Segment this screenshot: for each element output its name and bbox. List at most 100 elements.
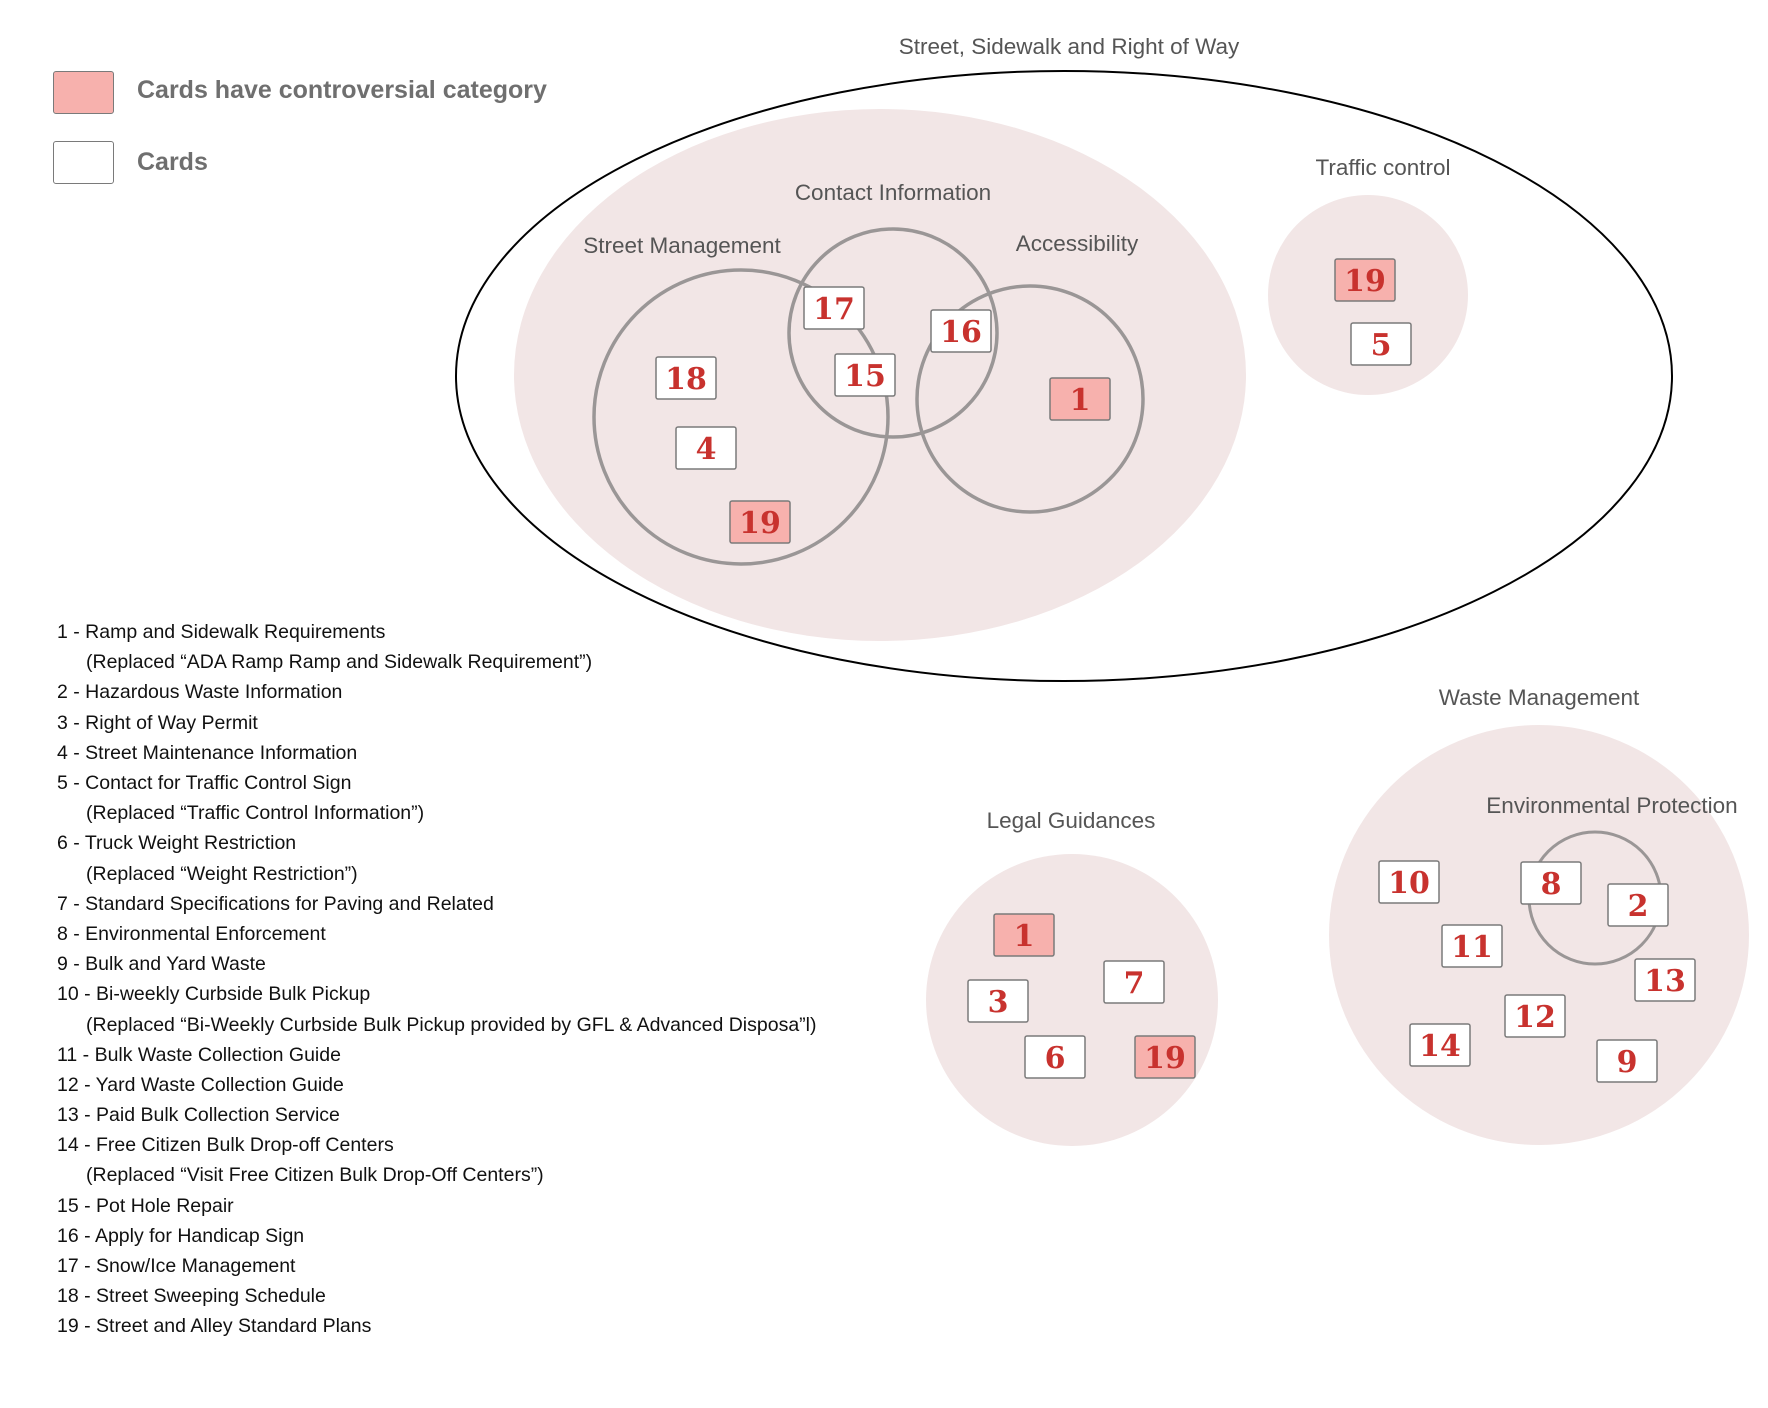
key-item-text: 19 - Street and Alley Standard Plans (57, 1315, 372, 1338)
card-box (1103, 960, 1165, 1004)
card-number: 11 (1451, 930, 1493, 965)
card-number: 6 (1045, 1041, 1066, 1076)
key-item-text: 2 - Hazardous Waste Information (57, 681, 343, 704)
legend-cards-label: Cards (137, 148, 208, 176)
card-environmental-protection-8: 8 (1520, 861, 1582, 905)
card-box (1378, 860, 1440, 904)
key-item: 14 - Free Citizen Bulk Drop-off Centers (… (57, 1130, 817, 1190)
traffic-control-label: Traffic control (1315, 155, 1450, 180)
card-accessibility-1: 1 (1049, 377, 1111, 421)
card-box (1504, 994, 1566, 1038)
key-item-text: 5 - Contact for Traffic Control Sign (57, 771, 352, 794)
key-item: 11 - Bulk Waste Collection Guide (57, 1040, 817, 1070)
key-item-text: 9 - Bulk and Yard Waste (57, 953, 266, 976)
card-box (729, 500, 791, 544)
card-number: 14 (1419, 1029, 1461, 1064)
card-box (1049, 377, 1111, 421)
legend-controversial-label: Cards have controversial category (137, 76, 547, 104)
card-number: 19 (1344, 264, 1386, 299)
accessibility-label: Accessibility (1016, 231, 1139, 256)
card-legal-guidances-1: 1 (993, 913, 1055, 957)
key-item: 12 - Yard Waste Collection Guide (57, 1070, 817, 1100)
card-street-management-4: 4 (675, 426, 737, 470)
card-box (930, 309, 992, 353)
key-item: 8 - Environmental Enforcement (57, 919, 817, 949)
card-number: 1 (1014, 919, 1035, 954)
key-item-note: (Replaced “Traffic Control Information”) (86, 802, 425, 825)
card-street-contact-overlap-17: 17 (803, 286, 865, 330)
key-item: 16 - Apply for Handicap Sign (57, 1221, 817, 1251)
card-street-management-18: 18 (655, 356, 717, 400)
key-item: 17 - Snow/Ice Management (57, 1251, 817, 1281)
card-number: 3 (988, 985, 1009, 1020)
key-item-text: 4 - Street Maintenance Information (57, 741, 358, 764)
card-box (1441, 924, 1503, 968)
card-legal-guidances-6: 6 (1024, 1035, 1086, 1079)
card-waste-management-10: 10 (1378, 860, 1440, 904)
card-number: 18 (665, 362, 707, 397)
card-box (803, 286, 865, 330)
card-box (1520, 861, 1582, 905)
card-box (1134, 1035, 1196, 1079)
card-traffic-control-5: 5 (1350, 322, 1412, 366)
card-number: 9 (1617, 1045, 1638, 1080)
card-waste-management-13: 13 (1634, 958, 1696, 1002)
key-item-text: 1 - Ramp and Sidewalk Requirements (57, 621, 386, 643)
card-box (1350, 322, 1412, 366)
card-number: 15 (844, 359, 886, 394)
key-item-text: 18 - Street Sweeping Schedule (57, 1285, 326, 1308)
legend-cards-swatch (53, 141, 114, 184)
card-box (1607, 883, 1669, 927)
card-legal-guidances-19: 19 (1134, 1035, 1196, 1079)
key-item: 3 - Right of Way Permit (57, 708, 817, 738)
street-management-circle (592, 268, 890, 566)
key-item-text: 10 - Bi-weekly Curbside Bulk Pickup (57, 983, 371, 1006)
key-item: 10 - Bi-weekly Curbside Bulk Pickup (Repl… (57, 979, 817, 1039)
key-item-text: 15 - Pot Hole Repair (57, 1194, 234, 1217)
card-box (675, 426, 737, 470)
key-item: 18 - Street Sweeping Schedule (57, 1281, 817, 1311)
street-sidewalk-group-label: Street, Sidewalk and Right of Way (899, 34, 1240, 59)
key-item-note: (Replaced “Weight Restriction”) (86, 862, 358, 885)
key-item: 7 - Standard Specifications for Paving a… (57, 889, 817, 919)
legend-controversial-swatch (53, 71, 114, 114)
card-box (1409, 1023, 1471, 1067)
key-item-text: 7 - Standard Specifications for Paving a… (57, 892, 494, 915)
environmental-protection-label: Environmental Protection (1486, 793, 1737, 818)
card-traffic-control-19: 19 (1334, 258, 1396, 302)
key-item-note: (Replaced “Visit Free Citizen Bulk Drop-… (86, 1164, 544, 1187)
key-item-text: 17 - Snow/Ice Management (57, 1255, 296, 1278)
key-item: 2 - Hazardous Waste Information (57, 677, 817, 707)
card-number: 19 (739, 506, 781, 541)
card-key-list: 1 - Ramp and Sidewalk Requirements (Repla… (57, 617, 817, 1342)
card-waste-management-9: 9 (1596, 1039, 1658, 1083)
key-item-text: 14 - Free Citizen Bulk Drop-off Centers (57, 1134, 394, 1157)
legal-guidances-label: Legal Guidances (987, 808, 1156, 833)
card-number: 1 (1070, 383, 1091, 418)
key-item-note: (Replaced “Bi-Weekly Curbside Bulk Picku… (86, 1013, 817, 1036)
card-box (1634, 958, 1696, 1002)
card-legal-guidances-7: 7 (1103, 960, 1165, 1004)
card-waste-management-14: 14 (1409, 1023, 1471, 1067)
card-box (993, 913, 1055, 957)
waste-management-label: Waste Management (1439, 685, 1640, 710)
card-waste-management-11: 11 (1441, 924, 1503, 968)
contact-information-label: Contact Information (795, 180, 991, 205)
key-item: 4 - Street Maintenance Information (57, 738, 817, 768)
card-contact-accessibility-overlap-16: 16 (930, 309, 992, 353)
accessibility-circle (915, 284, 1145, 514)
card-number: 4 (696, 432, 717, 467)
card-legal-guidances-3: 3 (967, 979, 1029, 1023)
key-item-text: 16 - Apply for Handicap Sign (57, 1224, 305, 1247)
card-number: 8 (1541, 867, 1562, 902)
key-item: 19 - Street and Alley Standard Plans (57, 1311, 817, 1341)
key-item-text: 3 - Right of Way Permit (57, 711, 258, 734)
card-number: 19 (1144, 1041, 1186, 1076)
card-number: 12 (1514, 1000, 1556, 1035)
key-item: 6 - Truck Weight Restriction(Replaced “W… (57, 828, 817, 888)
key-item: 15 - Pot Hole Repair (57, 1191, 817, 1221)
street-management-label: Street Management (583, 233, 781, 258)
card-box (1024, 1035, 1086, 1079)
